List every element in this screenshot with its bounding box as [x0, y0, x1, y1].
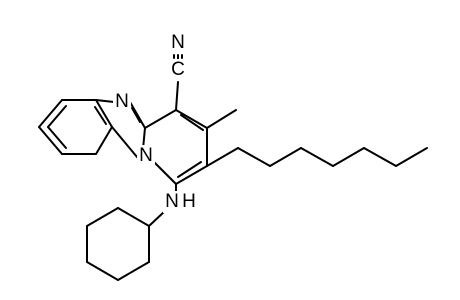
nitrile-c-label: C [171, 59, 185, 80]
bridgehead-n-label: N [139, 145, 153, 166]
benzene-bond [38, 126, 63, 155]
benzene-bond [95, 99, 113, 128]
pyridine-double-bond [177, 161, 202, 178]
pyridine-bond [175, 109, 208, 129]
benzene-double-bond [47, 126, 67, 149]
imidazole-n-label: N [115, 91, 129, 112]
atom-label-bridgehead-n: N [137, 145, 155, 167]
nitrile-n-label: N [171, 32, 185, 53]
pyridine-bond [175, 165, 208, 185]
nitrile-bond [175, 81, 179, 111]
imidazole-bond [129, 101, 146, 129]
pyridine-double-bond [180, 114, 204, 131]
octyl-bond [206, 147, 239, 167]
imidazole-bond [111, 126, 138, 158]
atom-label-nitrile-n: N [169, 31, 187, 53]
cyclohexyl-bond [86, 261, 119, 281]
octyl-bond [300, 147, 334, 167]
imidazole-double-bond [131, 107, 141, 123]
octyl-bond [269, 147, 302, 167]
benzene-bond [95, 126, 113, 155]
imidazole-bond [95, 99, 115, 103]
amine-bond [148, 210, 166, 227]
octyl-bond [332, 147, 365, 167]
octyl-bond [363, 147, 397, 167]
benzene-bond [38, 99, 63, 128]
atom-label-amine-nh: N H [163, 191, 199, 213]
atom-label-imidazole-n: N [113, 91, 131, 113]
bond-layer [38, 54, 428, 281]
benzene-double-bond [47, 105, 67, 128]
pyridine-bond [153, 161, 177, 185]
atom-label-nitrile-c: C [169, 59, 187, 81]
octyl-bond [395, 147, 428, 167]
cyclohexyl-bond [86, 207, 119, 227]
cyclohexyl-bond [117, 261, 150, 281]
octyl-bond [237, 147, 271, 167]
cyclohexyl-bond [117, 207, 150, 227]
amine-h-label: H [182, 191, 196, 212]
amine-n-label: N [165, 191, 179, 212]
methyl-bond [206, 109, 237, 129]
pyridine-bond [144, 109, 177, 129]
benzene-double-bond [94, 106, 107, 125]
